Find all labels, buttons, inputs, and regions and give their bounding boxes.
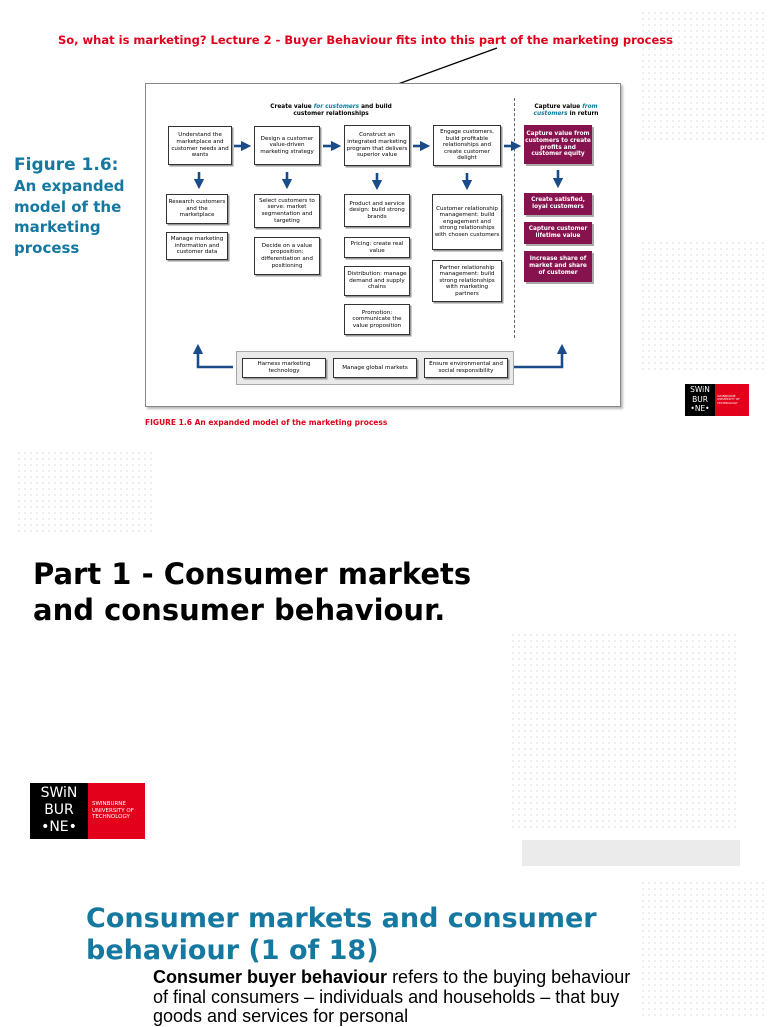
right-header: Capture value from customers in return xyxy=(533,104,599,117)
box-share-of-market: Increase share of market and share of cu… xyxy=(524,251,592,282)
box-pricing: Pricing: create real value xyxy=(344,237,410,258)
box-lifetime-value: Capture customer lifetime value xyxy=(524,222,592,244)
diagram-arrows xyxy=(192,140,568,369)
box-engage-customers: Engage customers, build profitable relat… xyxy=(433,125,501,166)
slide1-heading: So, what is marketing? Lecture 2 - Buyer… xyxy=(58,33,673,47)
box-manage-information: Manage marketing information and custome… xyxy=(166,232,228,260)
box-construct-program: Construct an integrated marketing progra… xyxy=(344,125,410,166)
dot-pattern-bottom-right xyxy=(640,880,768,1020)
grey-bar xyxy=(522,840,740,866)
definition-text: refers to the buying behaviour of final … xyxy=(153,967,631,1026)
box-customer-relationship: Customer relationship management: build … xyxy=(432,194,502,250)
box-product-design: Product and service design: build strong… xyxy=(344,194,410,227)
marketing-process-diagram: Create value for customers and build cus… xyxy=(145,83,621,407)
box-environmental-responsibility: Ensure environmental and social responsi… xyxy=(424,358,508,378)
arrow-return-left xyxy=(192,343,233,369)
box-select-customers: Select customers to serve: market segmen… xyxy=(254,194,320,228)
figure-source-caption: FIGURE 1.6 An expanded model of the mark… xyxy=(145,418,388,427)
box-distribution: Distribution: manage demand and supply c… xyxy=(344,266,410,296)
box-understand-marketplace: Understand the marketplace and customer … xyxy=(168,126,232,165)
slide3-body-text: Consumer buyer behaviour refers to the b… xyxy=(153,967,633,1027)
box-capture-value: Capture value from customers to create p… xyxy=(524,125,592,164)
box-satisfied-customers: Create satisfied, loyal customers xyxy=(524,193,592,215)
figure-caption: Figure 1.6: An expanded model of the mar… xyxy=(14,155,132,258)
figure-number: Figure 1.6: xyxy=(14,155,119,175)
dot-pattern-middle xyxy=(510,632,738,832)
dashed-separator xyxy=(514,98,515,338)
dot-pattern-top-right xyxy=(640,10,768,140)
box-promotion: Promotion: communicate the value proposi… xyxy=(344,304,410,335)
dot-pattern-left xyxy=(16,450,156,535)
arrow-return-right xyxy=(514,343,568,369)
left-header: Create value for customers and build cus… xyxy=(270,104,392,117)
box-partner-relationship: Partner relationship management: build s… xyxy=(432,260,502,302)
box-marketing-technology: Harness marketing technology xyxy=(242,358,326,378)
definition-term: Consumer buyer behaviour xyxy=(153,967,388,987)
figure-title: An expanded model of the marketing proce… xyxy=(14,177,125,257)
dot-pattern-right xyxy=(640,240,768,370)
slide3-title: Consumer markets and consumer behaviour … xyxy=(86,903,597,966)
box-global-markets: Manage global markets xyxy=(333,358,417,378)
box-value-proposition: Decide on a value proposition: different… xyxy=(254,237,320,275)
box-design-strategy: Design a customer value-driven marketing… xyxy=(254,126,320,165)
box-research-customers: Research customers and the marketplace xyxy=(166,194,228,224)
slide2-title: Part 1 - Consumer markets and consumer b… xyxy=(33,557,472,627)
